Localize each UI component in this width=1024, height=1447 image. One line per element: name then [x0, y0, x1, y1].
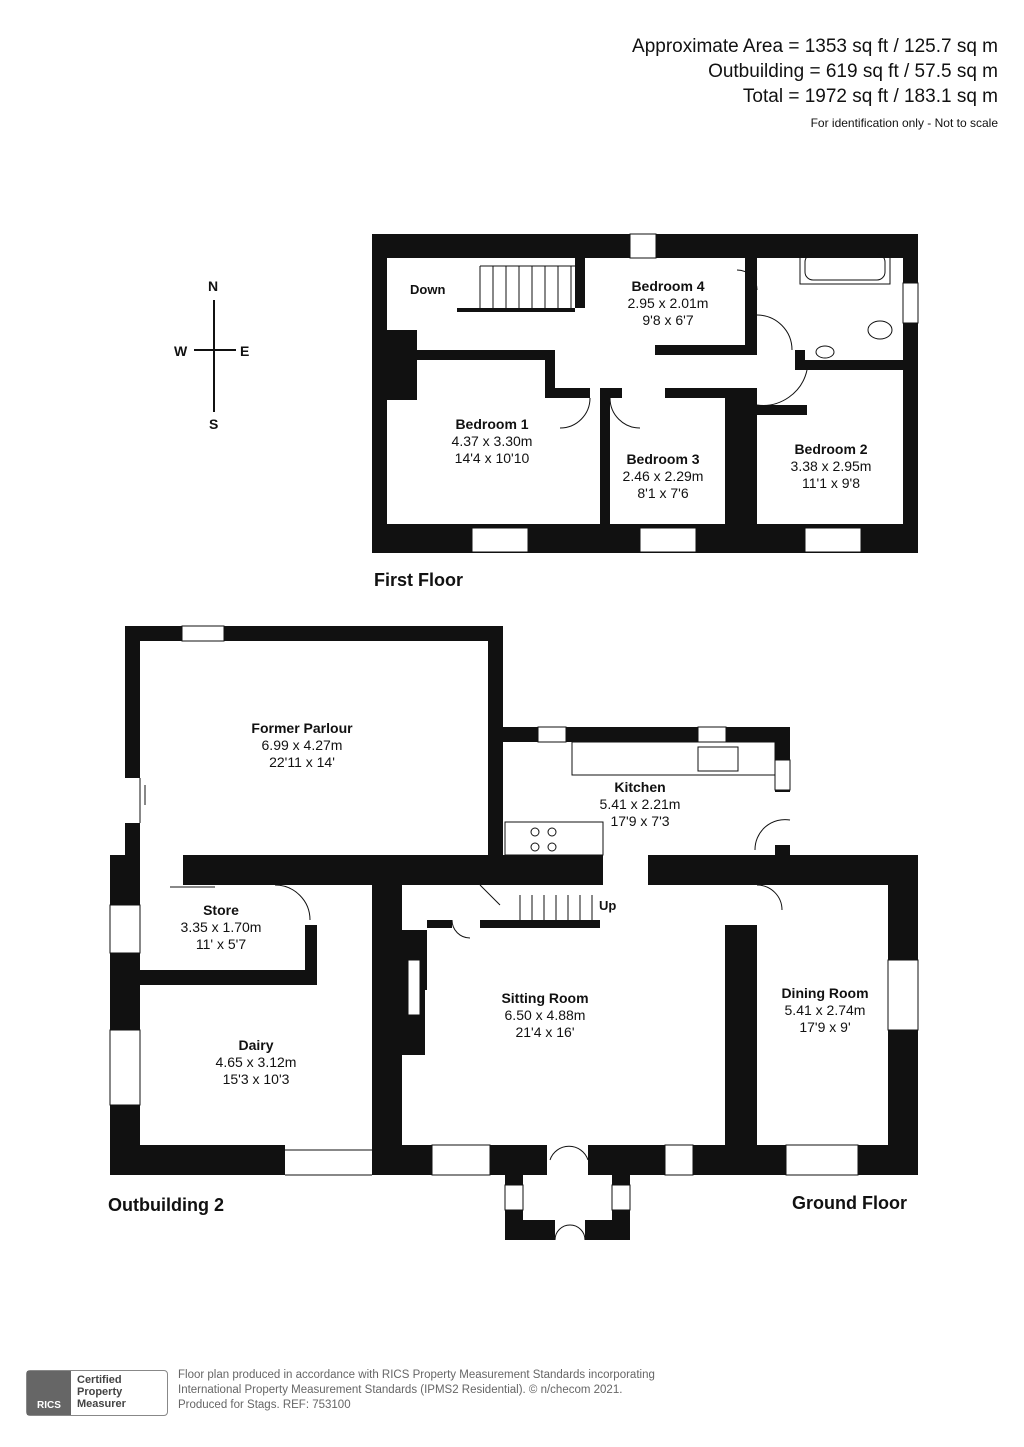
room-imperial: 9'8 x 6'7 [642, 312, 694, 328]
badge-line: Measurer [77, 1398, 126, 1410]
room-imperial: 11'1 x 9'8 [801, 475, 861, 491]
room-name: Store [203, 902, 239, 918]
badge-line: Property [77, 1386, 123, 1398]
room-metric: 4.65 x 3.12m [215, 1054, 297, 1070]
rics-badge: RICS Certified Property Measurer [26, 1370, 168, 1416]
room-imperial: 15'3 x 10'3 [222, 1071, 290, 1087]
approximate-area: Approximate Area = 1353 sq ft / 125.7 sq… [632, 36, 998, 57]
stairs-up-label: Up [599, 898, 617, 913]
compass-east: E [240, 343, 250, 359]
footer-line: Floor plan produced in accordance with R… [178, 1369, 655, 1381]
room-name: Dining Room [781, 985, 869, 1001]
room-name: Dairy [238, 1037, 274, 1053]
ground-floor-windows [109, 625, 919, 1211]
room-metric: 6.99 x 4.27m [261, 737, 343, 753]
rics-badge-text: Certified Property Measurer [71, 1371, 132, 1415]
compass-west: W [174, 343, 188, 359]
first-floor-windows [471, 233, 919, 553]
ground-floor-label: Ground Floor [792, 1193, 907, 1213]
footer-text: Floor plan produced in accordance with R… [178, 1368, 655, 1413]
room-imperial: 14'4 x 10'10 [454, 450, 530, 466]
room-metric: 5.41 x 2.74m [784, 1002, 866, 1018]
first-floor-label: First Floor [374, 570, 463, 590]
first-floor-fixtures [479, 249, 893, 429]
room-imperial: 11' x 5'7 [195, 936, 247, 952]
rics-logo: RICS [27, 1371, 71, 1415]
room-name: Bedroom 4 [631, 278, 705, 294]
ground-floor-fixtures [139, 741, 791, 1241]
room-metric: 3.35 x 1.70m [180, 919, 262, 935]
room-metric: 5.41 x 2.21m [599, 796, 681, 812]
footer-line: International Property Measurement Stand… [178, 1384, 623, 1396]
outbuilding-area: Outbuilding = 619 sq ft / 57.5 sq m [708, 61, 998, 82]
room-metric: 3.38 x 2.95m [790, 458, 872, 474]
room-imperial: 17'9 x 7'3 [610, 813, 670, 829]
total-area: Total = 1972 sq ft / 183.1 sq m [742, 86, 998, 107]
room-imperial: 22'11 x 14' [269, 754, 335, 770]
compass-south: S [209, 416, 219, 432]
room-imperial: 8'1 x 7'6 [637, 485, 689, 501]
footer-line: Produced for Stags. REF: 753100 [178, 1399, 351, 1411]
room-name: Sitting Room [501, 990, 589, 1006]
room-metric: 2.46 x 2.29m [622, 468, 704, 484]
compass-north: N [208, 278, 219, 294]
room-name: Former Parlour [251, 720, 353, 736]
badge-line: Certified [77, 1374, 122, 1386]
room-imperial: 21'4 x 16' [515, 1024, 575, 1040]
compass-icon [194, 300, 236, 412]
room-name: Bedroom 3 [626, 451, 700, 467]
room-name: Bedroom 1 [455, 416, 529, 432]
room-name: Bedroom 2 [794, 441, 868, 457]
outbuilding-label: Outbuilding 2 [108, 1195, 224, 1215]
scale-note: For identification only - Not to scale [810, 116, 998, 130]
room-name: Kitchen [614, 779, 666, 795]
room-imperial: 17'9 x 9' [799, 1019, 851, 1035]
room-metric: 2.95 x 2.01m [627, 295, 709, 311]
room-metric: 6.50 x 4.88m [504, 1007, 586, 1023]
room-metric: 4.37 x 3.30m [451, 433, 533, 449]
stairs-down-label: Down [410, 282, 446, 297]
